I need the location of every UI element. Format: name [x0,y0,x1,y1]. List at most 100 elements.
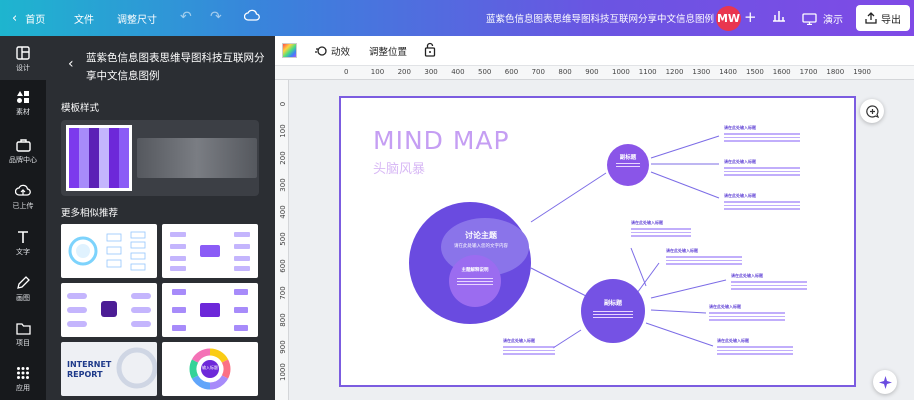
ruler-tick-label: 400 [451,68,465,76]
add-collaborator-icon[interactable]: + [744,8,757,26]
ruler-tick-label: 1800 [826,68,845,76]
mind-map-title[interactable]: MIND MAP [373,126,510,155]
ruler-tick-label: 400 [279,205,287,219]
thumb-center-label: 输入标题 [202,365,218,370]
rail-label: 文字 [16,248,30,256]
leaf-item[interactable]: 请在此处输入标题 [503,338,555,357]
more-similar-label: 更多相似推荐 [61,208,119,219]
leaf-item[interactable]: 请在此处输入标题 [724,125,800,144]
rail-item-text[interactable]: 文字 [0,230,46,257]
ruler-tick-label: 1400 [719,68,738,76]
left-rail: 设计 素材 品牌中心 已上传 文字 画图 项目 应用 [0,36,46,400]
add-comment-button[interactable] [860,99,884,123]
similar-template-thumbnail[interactable] [61,224,157,278]
leaf-item[interactable]: 请在此处输入标题 [731,273,807,292]
editor-toolbar: 动效 调整位置 [275,36,914,66]
leaf-item[interactable]: 请在此处输入标题 [717,338,793,357]
ai-assistant-button[interactable] [873,370,897,394]
theme-explain-lines [457,278,493,285]
top-bar: ‹ 首页 文件 调整尺寸 ↶ ↷ 蓝紫色信息图表思维导图科技互联网分享中文信息图… [0,0,914,36]
leaf-item[interactable]: 请在此处输入标题 [724,193,800,212]
leaf-item[interactable]: 请在此处输入标题 [709,304,785,323]
ruler-tick-label: 1200 [665,68,684,76]
rail-label: 应用 [16,384,30,392]
leaf-item[interactable]: 请在此处输入标题 [724,159,800,178]
ruler-tick-label: 1000 [279,363,287,381]
shapes-icon [17,91,29,103]
rail-label: 画图 [16,294,30,302]
apps-icon [17,367,29,379]
template-style-thumbnail[interactable] [66,125,132,191]
color-swatch[interactable] [282,43,297,58]
similar-template-thumbnail[interactable] [61,283,157,337]
animate-label: 动效 [331,47,351,58]
template-style-box [61,120,259,196]
similar-template-thumbnail[interactable]: INTERNET REPORT [61,342,157,396]
theme-explain-label: 主题解释说明 [461,268,489,273]
avatar[interactable]: MW [716,6,741,31]
bar-chart-icon[interactable] [772,9,786,22]
rail-item-draw[interactable]: 画图 [0,276,46,303]
leaf-heading: 请在此处输入标题 [724,193,756,198]
leaf-heading: 请在此处输入标题 [724,125,756,130]
briefcase-icon [15,139,31,152]
rail-item-uploads[interactable]: 已上传 [0,184,46,211]
ruler-tick-label: 1900 [853,68,872,76]
similar-template-thumbnail[interactable]: 输入标题 [162,342,258,396]
rail-label: 设计 [16,64,30,72]
resize-button[interactable]: 调整尺寸 [117,15,157,26]
design-canvas[interactable]: MIND MAP 头脑风暴 讨论主题 请在此处输入您的文字内容 主题解释说明 副… [339,96,856,387]
subtopic-lines [616,163,640,167]
pen-icon [17,276,30,289]
mind-map-subtitle[interactable]: 头脑风暴 [373,162,426,177]
rail-item-apps[interactable]: 应用 [0,366,46,393]
ruler-tick-label: 600 [504,68,519,76]
ruler-tick-label: 300 [279,178,287,192]
undo-icon[interactable]: ↶ [180,9,192,25]
sparkle-icon [878,375,892,389]
rail-label: 项目 [16,339,30,347]
ruler-tick-label: 600 [279,259,287,273]
template-style-label: 模板样式 [61,103,100,114]
template-style-placeholder[interactable] [137,138,257,178]
home-button[interactable]: ‹ 首页 [12,11,45,26]
leaf-item[interactable]: 请在此处输入标题 [666,248,742,267]
present-button[interactable]: 演示 [802,11,843,26]
rail-label: 已上传 [12,202,34,210]
text-icon [18,231,28,243]
similar-template-thumbnail[interactable] [162,283,258,337]
similar-template-thumbnail[interactable] [162,224,258,278]
ruler-tick-label: 500 [279,232,287,246]
ruler-tick-label: 1600 [772,68,791,76]
document-title[interactable]: 蓝紫色信息图表思维导图科技互联网分享中文信息图例 [486,14,715,25]
ruler-tick-label: 100 [370,68,385,76]
leaf-heading: 请在此处输入标题 [503,338,535,343]
rail-item-projects[interactable]: 项目 [0,322,46,348]
export-button[interactable]: 导出 [856,5,910,31]
ruler-tick-label: 800 [558,68,572,76]
ruler-corner [275,66,341,80]
thumb-text-report: REPORT [67,370,103,379]
animate-icon [315,46,327,56]
cloud-save-icon[interactable] [244,9,260,21]
animate-button[interactable]: 动效 [315,44,350,58]
position-button[interactable]: 调整位置 [369,47,408,58]
file-menu[interactable]: 文件 [74,15,94,26]
ruler-tick-label: 1100 [638,68,657,76]
rail-item-design[interactable]: 设计 [0,36,46,80]
back-chevron-icon[interactable]: ‹ [68,56,74,72]
rail-item-elements[interactable]: 素材 [0,90,46,117]
subtopic-node[interactable] [607,144,649,186]
rail-item-brand[interactable]: 品牌中心 [0,138,46,165]
thumb-text-internet: INTERNET [67,360,112,369]
lock-icon[interactable] [424,42,436,57]
subtopic-lines [593,311,633,318]
leaf-heading: 请在此处输入标题 [709,304,741,309]
ruler-tick-label: 200 [279,151,287,165]
leaf-item[interactable]: 请在此处输入标题 [631,220,691,239]
ruler-tick-label: 1500 [746,68,764,76]
ruler-tick-label: 800 [279,313,287,327]
redo-icon[interactable]: ↷ [210,9,222,25]
leaf-heading: 请在此处输入标题 [666,248,698,253]
